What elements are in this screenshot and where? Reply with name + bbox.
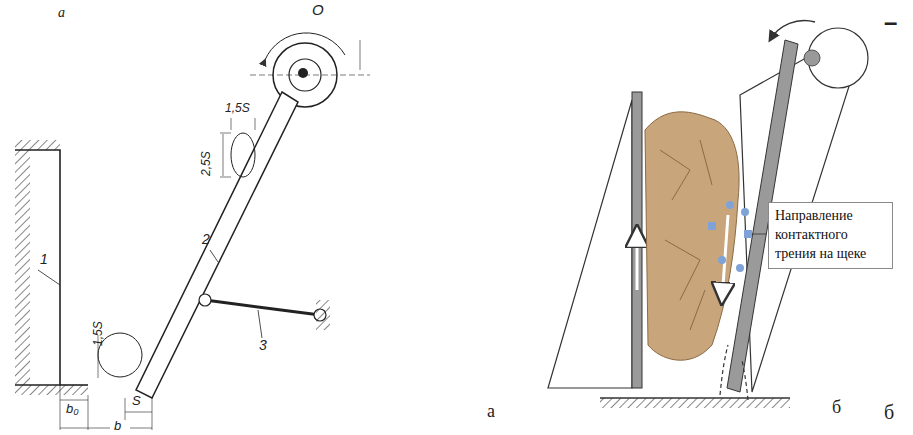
part-label: – [884,10,897,34]
part-label: b₀ [66,402,79,415]
part-label: б [832,398,841,416]
part-label: 3 [259,338,267,352]
part-label: 1 [40,252,48,266]
part-label: 2,5S [200,151,212,176]
part-label: 1,5S [92,321,104,346]
part-label: b [114,419,121,432]
part-label: б [884,402,894,422]
part-label: O [312,2,324,17]
part-label: а [58,6,65,20]
callout-box: Направление контактного трения на щеке [768,202,893,269]
part-label: 2 [202,232,210,246]
part-label: S [132,394,141,407]
callout-text: Направление контактного трения на щеке [775,207,886,264]
part-label: а [487,402,495,420]
part-label: 1,5S [225,102,250,114]
